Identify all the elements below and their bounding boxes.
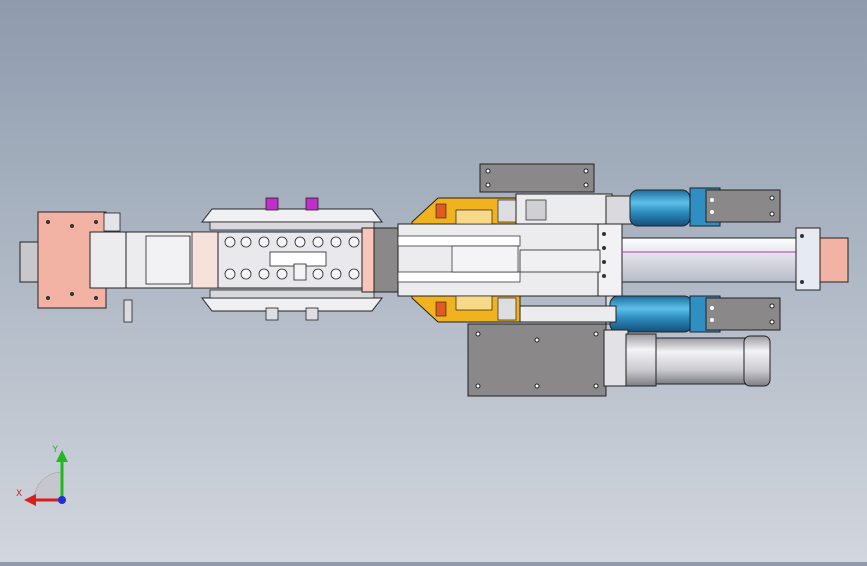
coordinate-triad: Y X — [16, 445, 68, 506]
lower-gold-clamp[interactable] — [411, 295, 521, 323]
right-linear-rail[interactable] — [519, 223, 849, 297]
lower-mount-plate[interactable] — [467, 305, 617, 397]
center-slide-block[interactable] — [373, 223, 599, 297]
upper-pneumatic-cylinder[interactable] — [605, 187, 781, 227]
left-end-block[interactable] — [19, 211, 133, 323]
lower-guide-rail[interactable] — [200, 289, 384, 321]
upper-guide-rail[interactable] — [200, 197, 384, 231]
lower-pneumatic-cylinder[interactable] — [605, 295, 781, 333]
y-axis-label: Y — [52, 445, 59, 455]
servo-motor[interactable] — [603, 329, 771, 387]
upper-mount-plate[interactable] — [479, 163, 613, 225]
x-axis-label: X — [16, 489, 22, 499]
upper-gold-clamp[interactable] — [411, 197, 521, 225]
roller-conveyor[interactable] — [217, 227, 377, 293]
